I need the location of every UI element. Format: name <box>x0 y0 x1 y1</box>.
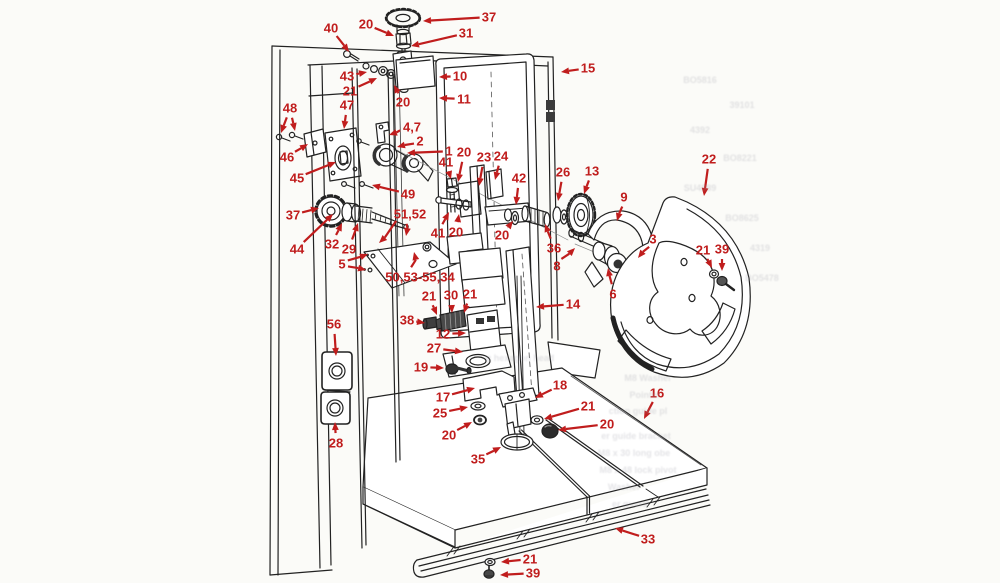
bleed-text-fragment: 4319 <box>749 243 771 253</box>
callout-11: 11 <box>457 91 471 107</box>
callout-20: 20 <box>441 427 457 443</box>
callout-41: 41 <box>438 154 454 170</box>
callout-56: 56 <box>326 316 342 332</box>
callout-32: 32 <box>324 236 340 252</box>
callout-4-7: 4,7 <box>402 119 422 135</box>
callout-16: 16 <box>649 385 665 401</box>
callout-14: 14 <box>565 296 581 312</box>
callout-12: 12 <box>435 326 451 342</box>
callout-30: 30 <box>443 287 459 303</box>
callout-38: 38 <box>399 312 415 328</box>
callout-18: 18 <box>552 377 568 393</box>
callout-8: 8 <box>553 258 561 274</box>
callout-48: 48 <box>282 100 298 116</box>
bleed-text-fragment: M8 x 30 long obe <box>597 448 671 458</box>
callout-26: 26 <box>555 164 571 180</box>
callout-3: 3 <box>649 231 657 247</box>
callout-44: 44 <box>289 241 305 257</box>
callout-21: 21 <box>522 551 538 567</box>
callout-43: 43 <box>339 68 355 84</box>
bleed-text-fragment: SU4889 <box>683 183 717 193</box>
callout-33: 33 <box>640 531 656 547</box>
callout-25: 25 <box>432 405 448 421</box>
bleed-text-fragment: g hexagon head <box>485 353 555 363</box>
bleed-text-fragment: BO5816 <box>683 75 717 85</box>
callout-20: 20 <box>358 16 374 32</box>
callout-10: 10 <box>452 68 468 84</box>
callout-23: 23 <box>476 149 492 165</box>
bleed-text-fragment: ction guide pl <box>608 406 668 416</box>
callout-5: 5 <box>338 256 346 272</box>
callout-24: 24 <box>493 148 509 164</box>
callout-46: 46 <box>279 149 295 165</box>
bleed-text-fragment: 39101 <box>729 100 755 110</box>
bleed-text-fragment: M8 Washer <box>624 373 672 383</box>
bleed-text-fragment: er guide bracket <box>601 431 671 441</box>
callout-40: 40 <box>323 20 339 36</box>
callout-50-53-55-34: 50,53-55,34 <box>385 269 455 285</box>
callout-20: 20 <box>599 416 615 432</box>
callout-1: 1 <box>445 143 453 159</box>
callout-21: 21 <box>695 242 711 258</box>
callout-39: 39 <box>525 565 541 581</box>
callout-49: 49 <box>400 186 416 202</box>
callout-13: 13 <box>584 163 600 179</box>
callout-39: 39 <box>714 241 730 257</box>
callout-41: 41 <box>430 225 446 241</box>
callout-42: 42 <box>511 170 527 186</box>
callout-45: 45 <box>289 170 305 186</box>
callout-37: 37 <box>285 207 301 223</box>
bleed-text-fragment: BO8625 <box>725 213 759 223</box>
bleed-text-fragment: er guard <box>611 499 649 509</box>
callout-21: 21 <box>421 288 437 304</box>
callout-31: 31 <box>458 25 474 41</box>
callout-20: 20 <box>448 224 464 240</box>
callout-17: 17 <box>435 389 451 405</box>
bleed-text-fragment: M8 x 48 lock pivot <box>599 465 677 475</box>
bleed-text-fragment: 4392 <box>689 125 711 135</box>
callout-2: 2 <box>416 133 424 149</box>
callout-27: 27 <box>426 340 442 356</box>
callout-21: 21 <box>342 83 358 99</box>
callout-36: 36 <box>546 240 562 256</box>
callout-35: 35 <box>470 451 486 467</box>
callout-15: 15 <box>580 60 596 76</box>
bleed-text-fragment: BO5478 <box>745 273 779 283</box>
callout-19: 19 <box>413 359 429 375</box>
callout-20: 20 <box>395 94 411 110</box>
bleed-text-fragment: Washer <box>607 482 641 492</box>
bleed-text-fragment: BO8221 <box>723 153 757 163</box>
callout-6: 6 <box>609 286 617 302</box>
callout-21: 21 <box>462 286 478 302</box>
callout-51-52: 51,52 <box>393 206 427 222</box>
callout-28: 28 <box>328 435 344 451</box>
callout-29: 29 <box>341 241 357 257</box>
callout-20: 20 <box>456 144 472 160</box>
callout-9: 9 <box>620 189 628 205</box>
callout-21: 21 <box>580 398 596 414</box>
callout-20: 20 <box>494 227 510 243</box>
callout-22: 22 <box>701 151 717 167</box>
callout-47: 47 <box>339 97 355 113</box>
bleed-text-fragment: Pointer <box>629 390 661 400</box>
callout-37: 37 <box>481 9 497 25</box>
